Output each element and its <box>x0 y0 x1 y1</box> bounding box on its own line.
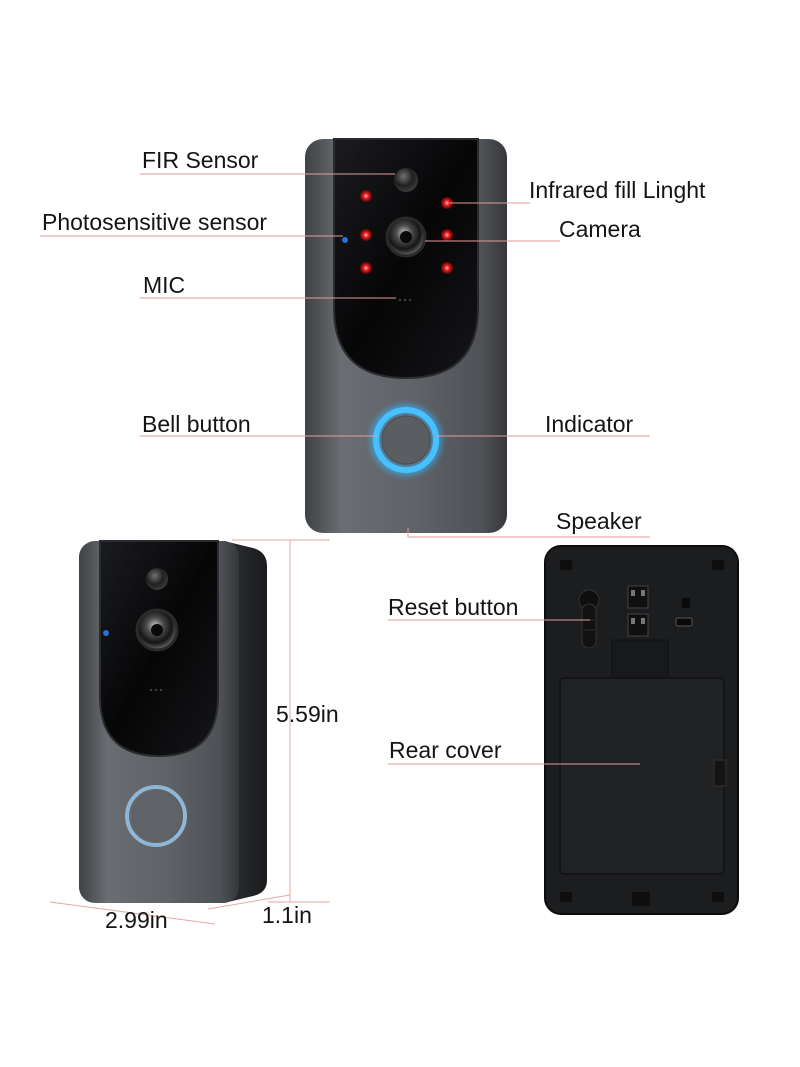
camera-lens-center <box>400 231 412 243</box>
label-mic: MIC <box>143 272 185 298</box>
back-slot <box>712 560 724 570</box>
front-view-doorbell <box>305 138 507 533</box>
dimension-lines <box>49 539 330 925</box>
rear-cover <box>559 677 725 875</box>
side-clip-icon <box>713 759 727 787</box>
leader-lines-bottom <box>388 619 640 765</box>
angled-camera-lens-center <box>151 624 163 636</box>
back-slot <box>712 892 724 902</box>
back-small-slot <box>682 598 690 608</box>
angled-photosensitive-icon <box>103 630 109 636</box>
angled-view-doorbell <box>79 540 267 903</box>
dip-switch-icon <box>627 585 649 637</box>
ir-led-icon <box>360 229 372 241</box>
label-reset-button: Reset button <box>388 594 518 620</box>
ir-led-icon <box>441 262 453 274</box>
ir-led-icon <box>360 190 372 202</box>
label-fir-sensor: FIR Sensor <box>142 147 259 173</box>
label-rear-cover: Rear cover <box>389 737 502 763</box>
mic-hole-icon <box>398 298 412 302</box>
back-slot <box>632 892 650 906</box>
photosensitive-sensor-icon <box>342 237 348 243</box>
ir-led-icon <box>360 262 372 274</box>
dimension-depth: 1.1in <box>262 902 312 928</box>
back-view-doorbell <box>544 545 739 915</box>
micro-usb-port-icon <box>675 617 693 627</box>
back-slot <box>560 892 572 902</box>
ir-led-icon <box>441 197 453 209</box>
angled-bell-button <box>131 791 181 841</box>
angled-indicator-ring-icon <box>125 785 187 847</box>
reset-button-icon <box>578 589 600 649</box>
infrared-led-group <box>360 190 453 274</box>
indicator-ring-icon <box>373 407 439 473</box>
fir-sensor-icon <box>394 168 418 192</box>
dimension-height: 5.59in <box>276 701 339 727</box>
back-recess <box>611 639 669 681</box>
label-infrared-fill-light: Infrared fill Linght <box>529 177 706 203</box>
label-speaker: Speaker <box>556 508 642 534</box>
label-indicator: Indicator <box>545 411 634 437</box>
angled-fir-sensor-icon <box>146 568 168 590</box>
dimension-width: 2.99in <box>105 907 168 933</box>
label-bell-button: Bell button <box>142 411 251 437</box>
angled-mic-hole-icon <box>149 688 163 692</box>
label-photosensitive-sensor: Photosensitive sensor <box>42 209 267 235</box>
back-slot <box>560 560 572 570</box>
leader-lines-top <box>40 173 650 538</box>
bell-button <box>381 415 431 465</box>
label-camera: Camera <box>559 216 641 242</box>
ir-led-icon <box>441 229 453 241</box>
